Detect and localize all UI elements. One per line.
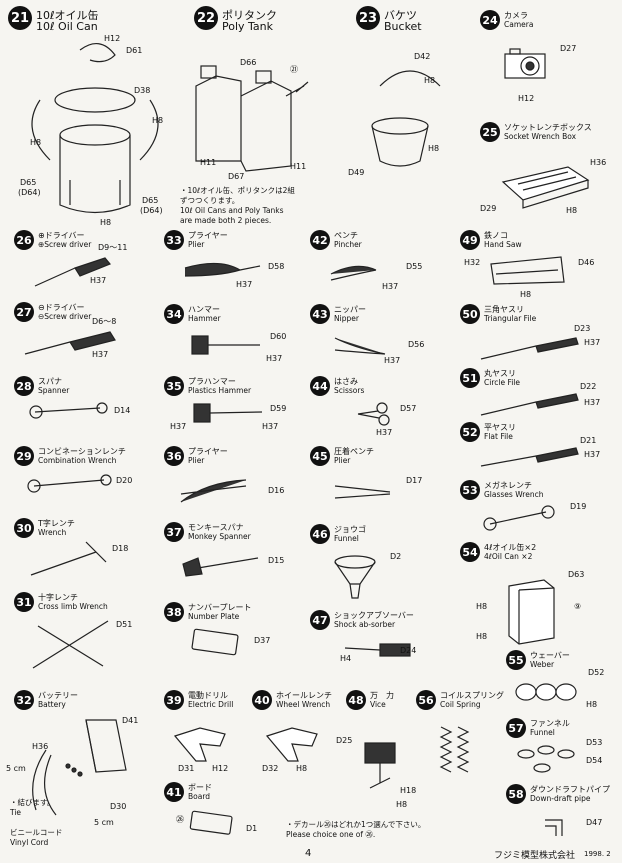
combination-wrench-illustration (27, 474, 112, 493)
electric-drill-illustration (173, 727, 226, 762)
weber-illustration (515, 683, 577, 701)
minus-screwdriver-illustration (24, 331, 116, 355)
poly-tank-note: ・10ℓオイル缶、ポリタンクは2組 ずつつくります。 10ℓ Oil Cans … (180, 186, 295, 225)
scissors-illustration (357, 402, 390, 426)
pincher-illustration (330, 265, 377, 281)
flat-file-illustration (480, 447, 579, 467)
t-wrench-illustration (30, 541, 107, 576)
poly-tank-illustration (195, 65, 309, 172)
board-illustration (189, 810, 233, 835)
wheel-wrench-illustration (265, 727, 318, 762)
crimp-plier-illustration (334, 485, 391, 499)
triangular-file-illustration (480, 337, 579, 360)
circle-file-illustration (480, 393, 579, 416)
nipper-illustration (334, 337, 386, 355)
cross-limb-wrench-illustration (32, 620, 109, 669)
hammer-illustration (191, 335, 260, 355)
coil-spring-illustration (439, 726, 470, 773)
battery-illustration (32, 719, 127, 816)
monkey-spanner-illustration (182, 557, 259, 577)
vinyl-cord-note: ビニールコード Vinyl Cord (10, 828, 63, 847)
battery-tie-note: ・結びます。 Tie (10, 798, 55, 817)
glasses-wrench-illustration (483, 505, 555, 531)
bucket-illustration (371, 70, 441, 167)
page-number: 4 (305, 848, 312, 859)
plus-screwdriver-illustration (34, 257, 111, 287)
spanner-illustration (29, 402, 108, 419)
funnel-57-illustration (517, 745, 575, 773)
socket-box-illustration (501, 166, 590, 209)
hand-saw-illustration (490, 256, 565, 285)
print-date: 1998. 2 (584, 850, 611, 858)
funnel-illustration (334, 555, 376, 599)
number-plate-illustration (191, 628, 239, 656)
shock-absorber-illustration (344, 643, 411, 657)
plier-36-illustration (180, 479, 247, 503)
camera-illustration (504, 48, 546, 79)
decal-note: ・デカール㉖はどれか1つ選んで下さい。 Please choice one of… (286, 820, 426, 839)
plastics-hammer-illustration (193, 403, 263, 423)
4l-oil-can-illustration (508, 579, 555, 645)
plier-33-illustration (184, 262, 261, 277)
oil-can-illustration (31, 43, 159, 214)
down-draft-pipe-illustration (545, 819, 563, 836)
company-name: フジミ模型株式会社 (494, 851, 576, 861)
vice-illustration (364, 742, 396, 789)
